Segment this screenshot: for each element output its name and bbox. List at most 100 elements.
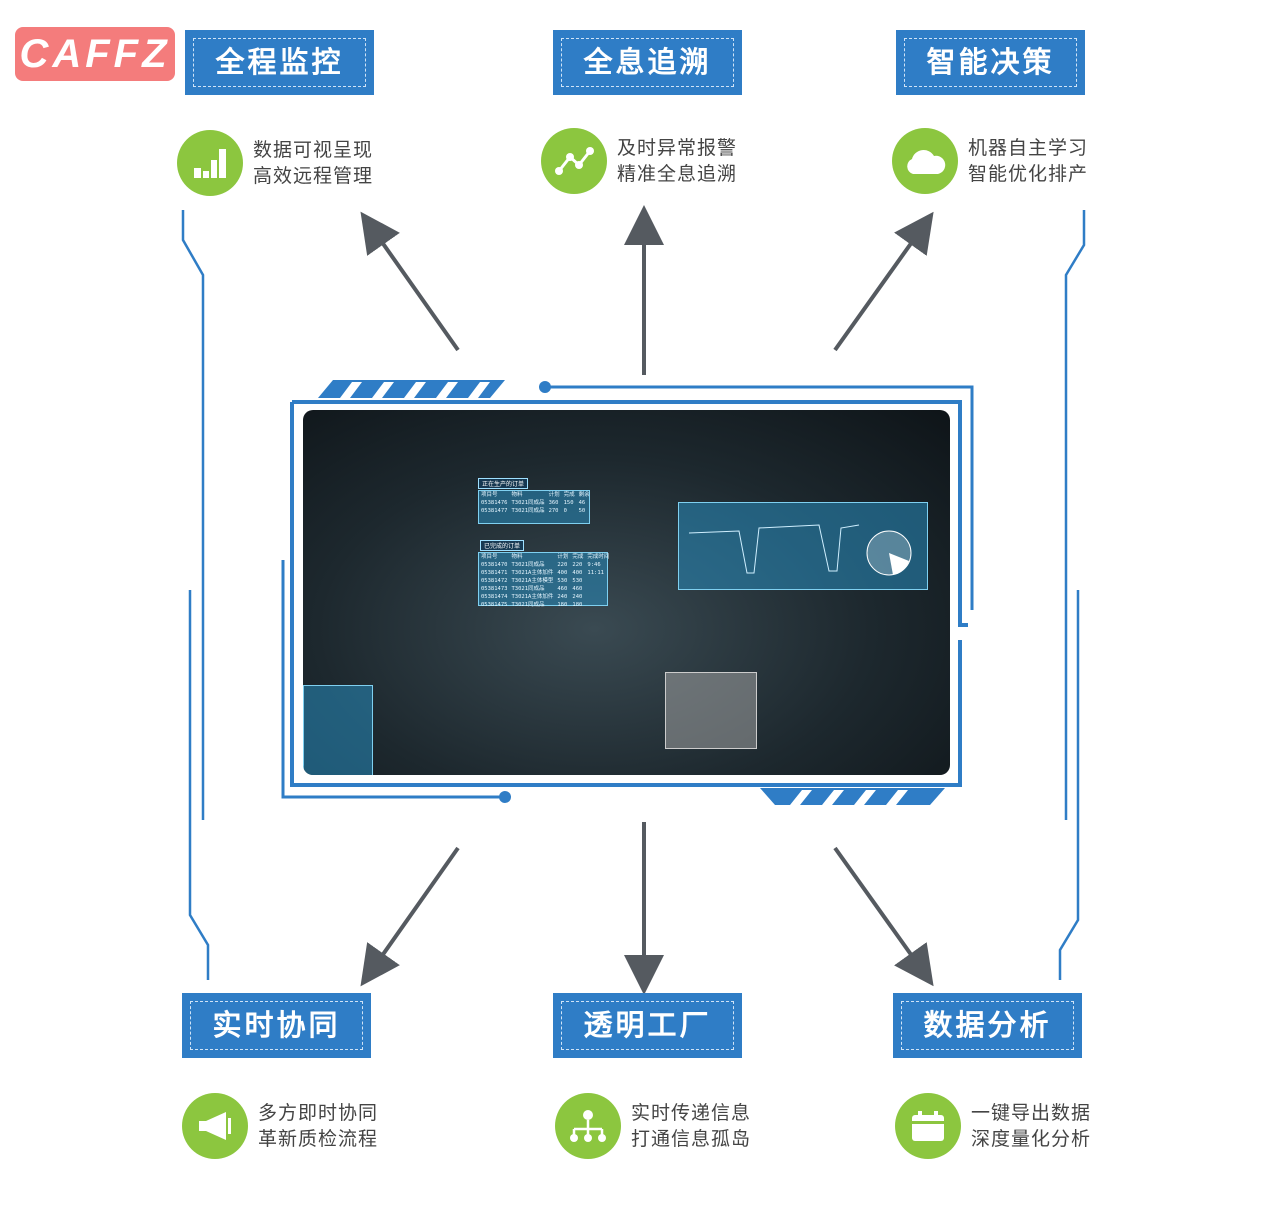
- text: T3021同成品: [511, 602, 545, 608]
- text: T3021同成品: [511, 562, 545, 568]
- gauge-panel: [303, 685, 373, 775]
- text: [585, 593, 611, 601]
- text: 05381476: [481, 500, 508, 506]
- text: 240: [557, 594, 568, 600]
- text: 46: [578, 500, 586, 506]
- text: 计划: [557, 554, 569, 560]
- header: 剩余: [578, 492, 590, 498]
- text: T3021A主体加件: [511, 570, 554, 576]
- text: 完成: [572, 554, 584, 560]
- text: 实时传递信息: [631, 1102, 752, 1124]
- side-line-right-upper: [1064, 210, 1086, 820]
- text: 50: [578, 508, 586, 514]
- text: 0: [563, 508, 567, 514]
- text: 270: [548, 508, 559, 514]
- calendar-icon: [895, 1093, 961, 1159]
- producing-orders-title: 正在生产的订单: [478, 478, 529, 489]
- tag-full-monitoring: 全程监控: [185, 30, 374, 95]
- feature-analysis: 一键导出数据深度量化分析: [895, 1093, 1091, 1159]
- text: T3021A主体加件: [511, 594, 554, 600]
- header: 物料: [511, 492, 523, 498]
- tag-holographic-trace: 全息追溯: [553, 30, 742, 95]
- text: 智能决策: [904, 38, 1077, 87]
- text: 透明工厂: [561, 1001, 734, 1050]
- text: 全程监控: [193, 38, 366, 87]
- text: 530: [557, 578, 568, 584]
- text: 多方即时协同: [258, 1102, 379, 1124]
- text: 智能优化排产: [968, 163, 1089, 185]
- text: 180: [572, 602, 583, 608]
- text: 460: [572, 586, 583, 592]
- text: 革新质检流程: [258, 1128, 379, 1150]
- text: T3021A主体模型: [511, 578, 554, 584]
- text: 05381473: [481, 586, 508, 592]
- text: 及时异常报警: [617, 137, 738, 159]
- caffz-logo: CAFFZ: [15, 27, 175, 81]
- tag-transparent-factory: 透明工厂: [553, 993, 742, 1058]
- chart-panel: [678, 502, 928, 590]
- arrow-top-left: [360, 211, 460, 352]
- cloud-icon: [892, 128, 958, 194]
- text: 实时协同: [190, 1001, 363, 1050]
- text: 360: [548, 500, 559, 506]
- text: 05381475: [481, 602, 508, 608]
- text: 05381474: [481, 594, 508, 600]
- text: 460: [557, 586, 568, 592]
- text: T3021同成品: [511, 500, 545, 506]
- text: 数据可视呈现: [253, 139, 374, 161]
- side-line-right-lower: [1058, 590, 1080, 980]
- text: 精准全息追溯: [617, 163, 738, 185]
- text: 05381477: [481, 508, 508, 514]
- text: 240: [572, 594, 583, 600]
- tag-smart-decision: 智能决策: [896, 30, 1085, 95]
- text: [585, 577, 611, 585]
- network-icon: [555, 1093, 621, 1159]
- side-line-left-upper: [181, 210, 205, 820]
- frame-stripes-bottom: [760, 788, 945, 805]
- text: 一键导出数据: [971, 1102, 1092, 1124]
- text: 400: [557, 570, 568, 576]
- text: 打通信息孤岛: [631, 1128, 752, 1150]
- text: 高效远程管理: [253, 165, 374, 187]
- feature-transparent: 实时传递信息打通信息孤岛: [555, 1093, 751, 1159]
- text: 9:46: [587, 562, 601, 568]
- megaphone-icon: [182, 1093, 248, 1159]
- bar-chart-icon: [177, 130, 243, 196]
- tag-realtime-collab: 实时协同: [182, 993, 371, 1058]
- text: 05381472: [481, 578, 508, 584]
- trend-line-icon: [541, 128, 607, 194]
- text: T3021同成品: [511, 586, 545, 592]
- tag-data-analysis: 数据分析: [893, 993, 1082, 1058]
- feature-decision: 机器自主学习智能优化排产: [892, 128, 1088, 194]
- text: 400: [572, 570, 583, 576]
- text: [585, 585, 611, 593]
- feature-monitoring: 数据可视呈现高效远程管理: [177, 130, 373, 196]
- header: 完成: [563, 492, 575, 498]
- text: 05381470: [481, 562, 508, 568]
- header: 计划: [548, 492, 560, 498]
- text: 180: [557, 602, 568, 608]
- text: 机器自主学习: [968, 137, 1089, 159]
- text: T3021同成品: [511, 508, 545, 514]
- text: 完成时间: [587, 554, 610, 560]
- text: 220: [557, 562, 568, 568]
- feature-collab: 多方即时协同革新质检流程: [182, 1093, 378, 1159]
- text: 11:11: [587, 570, 604, 576]
- text: 220: [572, 562, 583, 568]
- text: 项目号: [481, 554, 498, 560]
- text: 物料: [511, 554, 523, 560]
- feature-trace: 及时异常报警精准全息追溯: [541, 128, 737, 194]
- text: 数据分析: [901, 1001, 1074, 1050]
